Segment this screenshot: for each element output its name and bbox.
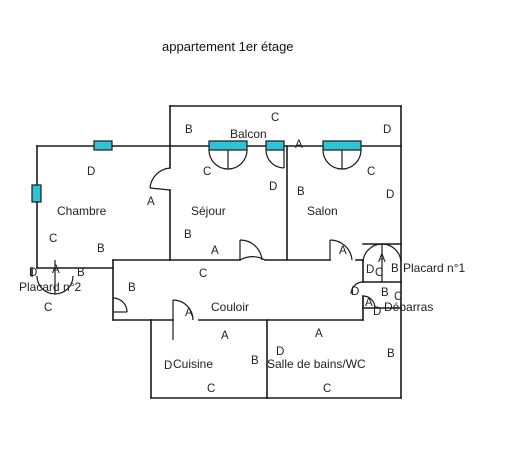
wall-letter: A bbox=[147, 196, 155, 208]
wall-letter: A bbox=[295, 139, 303, 151]
room-label-sdb: Salle de bains/WC bbox=[267, 357, 366, 371]
wall-letter: C bbox=[367, 166, 375, 178]
room-label-salon: Salon bbox=[307, 204, 338, 218]
room-label-sejour: Séjour bbox=[191, 204, 226, 218]
windows bbox=[31, 140, 362, 203]
wall-letter: B bbox=[387, 348, 395, 360]
doors bbox=[36, 149, 402, 340]
wall-letter: B bbox=[97, 243, 105, 255]
room-label-chambre: Chambre bbox=[57, 204, 107, 218]
wall-letter: C bbox=[203, 166, 211, 178]
wall-letter: A bbox=[52, 264, 60, 276]
window-chambre-top bbox=[93, 140, 113, 151]
wall-letter: D bbox=[373, 306, 381, 318]
wall-letter: B bbox=[391, 263, 399, 275]
wall-letter: C bbox=[49, 233, 57, 245]
room-label-cuisine: Cuisine bbox=[173, 357, 213, 371]
wall-letter: C bbox=[323, 383, 331, 395]
wall-letter: A bbox=[185, 307, 193, 319]
wall-letter: D bbox=[164, 360, 172, 372]
room-label-couloir: Couloir bbox=[211, 300, 249, 314]
wall-letter: B bbox=[297, 186, 305, 198]
window-chambre-side bbox=[31, 184, 42, 203]
wall-letter: B bbox=[185, 124, 193, 136]
room-label-debarras: Débarras bbox=[384, 300, 433, 314]
wall-letter: C bbox=[199, 268, 207, 280]
wall-letter: B bbox=[128, 282, 136, 294]
wall-letter: C bbox=[44, 302, 52, 314]
wall-letter: D bbox=[351, 286, 359, 298]
room-label-placard2: Placard n°2 bbox=[19, 280, 81, 294]
wall-letter: A bbox=[365, 297, 373, 309]
wall-letter: D bbox=[383, 124, 391, 136]
wall-letter: A bbox=[315, 328, 323, 340]
wall-letter: A bbox=[211, 245, 219, 257]
wall-letter: D bbox=[29, 267, 37, 279]
wall-letters: C B D A D A C B D A B C C D B A C B D A … bbox=[29, 112, 402, 395]
wall-letter: C bbox=[375, 267, 383, 279]
window-salon bbox=[322, 140, 362, 151]
window-small bbox=[265, 140, 285, 151]
wall-letter: B bbox=[251, 355, 259, 367]
wall-letter: D bbox=[87, 166, 95, 178]
window-sejour bbox=[208, 140, 248, 151]
wall-letter: B bbox=[381, 287, 389, 299]
room-labels: Balcon Chambre Séjour Salon Couloir Cuis… bbox=[19, 127, 465, 371]
wall-letter: D bbox=[386, 189, 394, 201]
room-label-placard1: Placard n°1 bbox=[403, 261, 465, 275]
wall-letter: A bbox=[378, 253, 386, 265]
plan-title: appartement 1er étage bbox=[162, 39, 294, 54]
wall-letter: D bbox=[276, 346, 284, 358]
wall-letter: D bbox=[269, 181, 277, 193]
wall-letter: D bbox=[366, 264, 374, 276]
wall-letter: B bbox=[184, 229, 192, 241]
room-label-balcon: Balcon bbox=[230, 127, 267, 141]
wall-letter: A bbox=[221, 330, 229, 342]
wall-letter: C bbox=[271, 112, 279, 124]
wall-letter: C bbox=[207, 383, 215, 395]
wall-letter: B bbox=[77, 267, 85, 279]
wall-letter: A bbox=[339, 245, 347, 257]
wall-letter: C bbox=[394, 291, 402, 303]
